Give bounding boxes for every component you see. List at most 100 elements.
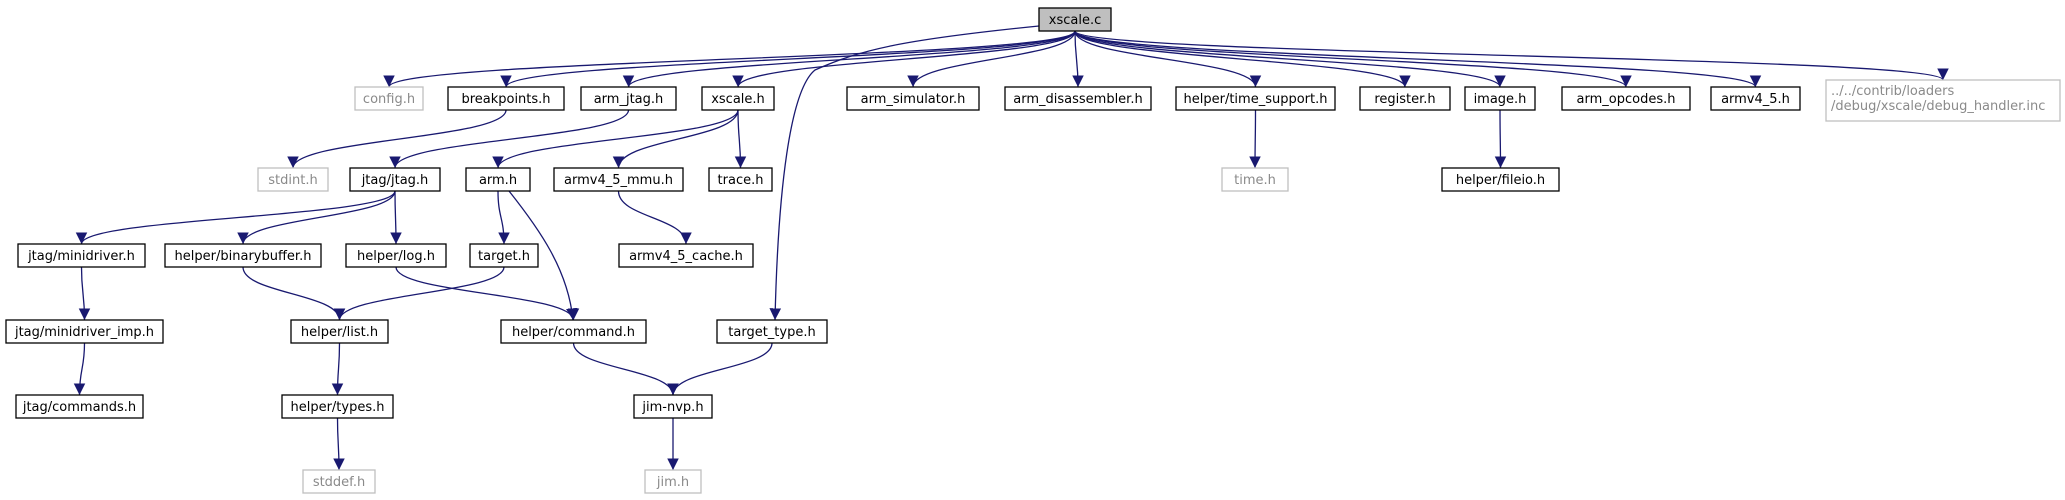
node-label: jtag/jtag.h [361,173,429,188]
edge-helper-list-h-to-helper-types-h [331,342,344,396]
node-box [644,469,702,494]
node-stdint-h: stdint.h [257,167,329,192]
node-armv4-5-h[interactable]: armv4_5.h [1710,86,1801,111]
node-box [354,86,424,111]
node-box [345,243,447,268]
node-jtag-minidriver-imp-h[interactable]: jtag/minidriver_imp.h [5,319,164,344]
node-jim-h: jim.h [644,469,702,494]
node-arm-jtag-h[interactable]: arm_jtag.h [580,86,677,111]
node-target-type-h[interactable]: target_type.h [716,319,828,344]
node-xscale-h[interactable]: xscale.h [701,86,775,111]
edge-xscale-c-to-arm-opcodes-h [1074,30,1632,88]
node-label: arm.h [479,173,517,188]
node-label: stdint.h [268,173,317,188]
node-target-h[interactable]: target.h [469,243,539,268]
node-helper-time-support-h[interactable]: helper/time_support.h [1175,86,1336,111]
node-arm-simulator-h[interactable]: arm_simulator.h [846,86,980,111]
edge-xscale-c-to-arm-jtag-h [622,30,1076,88]
edge-target-type-h-to-jim-nvp-h [667,342,773,396]
node-box [5,319,164,344]
node-label: ../../contrib/loaders [1831,84,1954,99]
node-box [1359,86,1451,111]
node-jtag-commands-h[interactable]: jtag/commands.h [15,394,144,419]
edge-jtag-minidriver-imp-h-to-jtag-commands-h [73,342,86,396]
node-label: helper/time_support.h [1184,92,1328,107]
node-box [281,394,394,419]
node-helper-command-h[interactable]: helper/command.h [500,319,647,344]
edge-arm-jtag-h-to-jtag-jtag-h [389,109,630,169]
node-debug-handler-inc: ../../contrib/loaders/debug/xscale/debug… [1825,79,2061,122]
dependency-edges [73,25,1949,471]
node-label: armv4_5_cache.h [629,249,743,264]
node-helper-binarybuffer-h[interactable]: helper/binarybuffer.h [164,243,322,268]
node-box [257,167,329,192]
node-label: target_type.h [728,325,815,340]
node-label: xscale.h [711,92,765,107]
node-jtag-jtag-h[interactable]: jtag/jtag.h [349,167,441,192]
node-helper-fileio-h[interactable]: helper/fileio.h [1441,167,1560,192]
edge-helper-log-h-to-helper-command-h [395,266,580,321]
node-box [708,167,773,192]
edge-image-h-to-helper-fileio-h [1494,109,1507,169]
node-box [580,86,677,111]
node-box [17,243,146,268]
node-breakpoints-h[interactable]: breakpoints.h [447,86,565,111]
node-config-h: config.h [354,86,424,111]
node-label: arm_simulator.h [861,92,966,107]
node-xscale-c[interactable]: xscale.c [1038,7,1112,32]
node-label: jim.h [656,475,689,490]
node-box [1441,167,1560,192]
edge-xscale-c-to-image-h [1074,30,1506,88]
node-label: jtag/minidriver.h [27,249,135,264]
node-arm-h[interactable]: arm.h [465,167,531,192]
edge-arm-h-to-helper-command-h [508,190,578,321]
node-label: /debug/xscale/debug_handler.inc [1831,99,2045,114]
node-box [15,394,144,419]
node-box [701,86,775,111]
edge-jtag-minidriver-h-to-jtag-minidriver-imp-h [78,266,91,321]
node-box [164,243,322,268]
node-label: helper/types.h [290,400,384,415]
node-label: armv4_5.h [1721,92,1790,107]
node-label: jtag/minidriver_imp.h [14,325,154,340]
node-box [1561,86,1691,111]
node-image-h[interactable]: image.h [1464,86,1536,111]
node-box [469,243,539,268]
node-register-h[interactable]: register.h [1359,86,1451,111]
edge-armv4-5-mmu-h-to-armv4-5-cache-h [617,190,692,245]
node-label: image.h [1474,92,1527,107]
node-box [1175,86,1336,111]
node-label: breakpoints.h [461,92,550,107]
edge-arm-h-to-target-h [497,190,510,245]
node-box [1710,86,1801,111]
node-label: arm_jtag.h [594,92,664,107]
node-time-h: time.h [1221,167,1289,192]
node-label: xscale.c [1049,13,1101,28]
node-box [553,167,684,192]
node-trace-h[interactable]: trace.h [708,167,773,192]
node-jtag-minidriver-h[interactable]: jtag/minidriver.h [17,243,146,268]
node-label: stddef.h [313,475,365,490]
node-arm-disassembler-h[interactable]: arm_disassembler.h [1004,86,1152,111]
node-label: arm_opcodes.h [1577,92,1676,107]
edge-xscale-c-to-target-type-h [769,25,1040,321]
edge-xscale-c-to-config-h [383,30,1076,88]
node-arm-opcodes-h[interactable]: arm_opcodes.h [1561,86,1691,111]
edge-xscale-c-to-armv4-5-h [1074,30,1762,88]
node-box [302,469,376,494]
node-helper-log-h[interactable]: helper/log.h [345,243,447,268]
node-box [1004,86,1152,111]
node-jim-nvp-h[interactable]: jim-nvp.h [633,394,713,419]
edge-xscale-c-to-xscale-h [732,30,1076,88]
node-helper-types-h[interactable]: helper/types.h [281,394,394,419]
node-label: helper/command.h [512,325,635,340]
node-armv4-5-mmu-h[interactable]: armv4_5_mmu.h [553,167,684,192]
node-helper-list-h[interactable]: helper/list.h [290,319,389,344]
node-box [290,319,389,344]
edge-xscale-c-to-arm-disassembler-h [1072,30,1084,88]
node-box [1464,86,1536,111]
node-armv4-5-cache-h[interactable]: armv4_5_cache.h [618,243,754,268]
node-label: target.h [478,249,530,264]
node-label: jtag/commands.h [22,400,136,415]
